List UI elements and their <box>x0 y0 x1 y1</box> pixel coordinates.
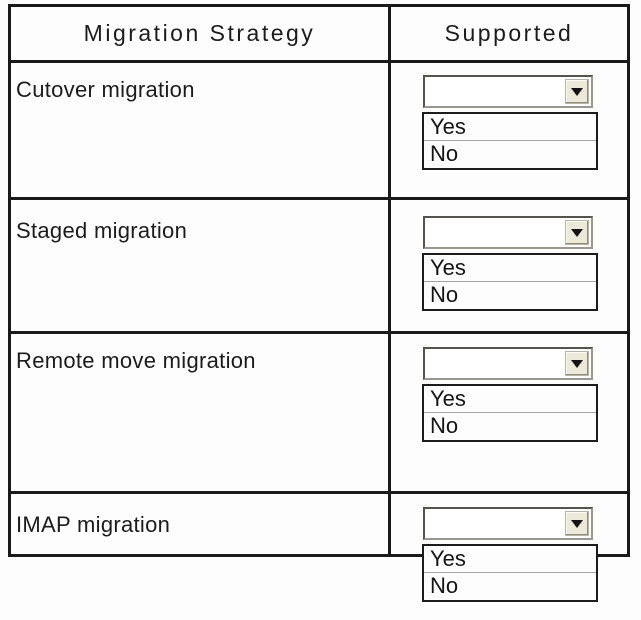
caret-down-icon <box>571 87 583 96</box>
column-header-supported: Supported <box>388 7 627 60</box>
caret-down-icon <box>571 519 583 528</box>
supported-cell-row3 <box>388 334 627 491</box>
dropdown-option-yes[interactable]: Yes <box>424 255 596 282</box>
dropdown-open-list-row3: Yes No <box>422 384 598 442</box>
table-row: IMAP migration <box>11 491 627 554</box>
dropdown-open-list-row1: Yes No <box>422 112 598 170</box>
supported-cell-row2 <box>388 200 627 331</box>
caret-down-icon <box>571 228 583 237</box>
dropdown-arrow-button[interactable] <box>565 351 589 376</box>
row-label-cutover-migration: Cutover migration <box>16 77 195 102</box>
dropdown-open-list-row2: Yes No <box>422 253 598 311</box>
row-label-staged-migration: Staged migration <box>16 218 188 243</box>
dropdown-open-list-row4: Yes No <box>422 544 598 602</box>
column-header-migration-strategy: Migration Strategy <box>83 20 316 46</box>
supported-dropdown-group-row1: Yes No <box>422 75 599 170</box>
supported-select-row1[interactable] <box>423 75 593 108</box>
table-row: Remote move migration <box>11 331 627 491</box>
supported-dropdown-group-row4: Yes No <box>422 507 599 602</box>
table-row: Cutover migration <box>11 60 627 197</box>
dropdown-option-yes[interactable]: Yes <box>424 114 596 141</box>
dropdown-option-no[interactable]: No <box>430 413 459 438</box>
supported-select-row3[interactable] <box>423 347 593 380</box>
table-header-row: Migration Strategy Supported <box>11 7 627 60</box>
supported-cell-row4 <box>388 494 627 554</box>
dropdown-option-no[interactable]: No <box>430 282 459 307</box>
dropdown-option-no[interactable]: No <box>430 141 459 166</box>
dropdown-arrow-button[interactable] <box>565 220 589 245</box>
dropdown-arrow-button[interactable] <box>565 511 589 536</box>
supported-dropdown-group-row3: Yes No <box>422 347 599 442</box>
row-label-remote-move-migration: Remote move migration <box>16 348 256 373</box>
dropdown-arrow-button[interactable] <box>565 79 589 104</box>
supported-select-row2[interactable] <box>423 216 593 249</box>
caret-down-icon <box>571 359 583 368</box>
dropdown-option-no[interactable]: No <box>430 573 459 598</box>
supported-select-row4[interactable] <box>423 507 593 540</box>
row-label-imap-migration: IMAP migration <box>16 512 171 537</box>
dropdown-option-yes[interactable]: Yes <box>424 546 596 573</box>
dropdown-option-yes[interactable]: Yes <box>424 386 596 413</box>
supported-dropdown-group-row2: Yes No <box>422 216 599 311</box>
supported-cell-row1 <box>388 63 627 197</box>
table-row: Staged migration <box>11 197 627 331</box>
